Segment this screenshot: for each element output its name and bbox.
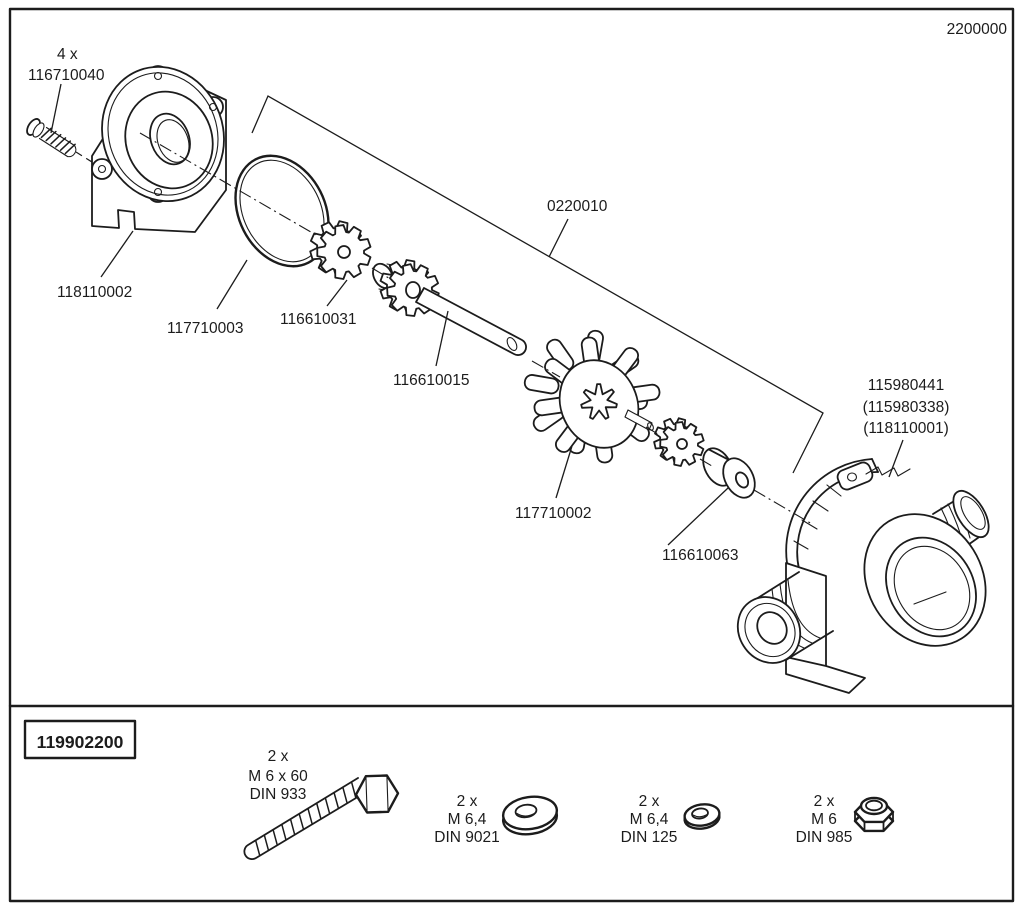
o-ring-part [234, 154, 330, 268]
part-label-screw: 116710040 [28, 67, 105, 84]
washer-flat-qty-label: 2 x [639, 793, 660, 810]
leader-mount-plate [100, 230, 134, 278]
nut-standard-label: DIN 985 [796, 829, 853, 846]
pump-housing-part [736, 458, 990, 694]
screw-part [26, 118, 77, 158]
part-label-housing-alt2: (118110001) [863, 420, 949, 437]
part-label-housing: 115980441 [868, 377, 944, 394]
group-bracket-line [251, 95, 824, 474]
nut-size-label: M 6 [811, 811, 837, 828]
leader-o-ring [216, 259, 248, 310]
impeller-part [523, 329, 661, 464]
pinion-gear-part [309, 220, 372, 280]
drawing-number-label: 2200000 [947, 21, 1008, 38]
part-label-gear-shaft: 116610015 [393, 372, 469, 389]
leader-housing [888, 439, 904, 478]
gear-shaft-part [372, 259, 527, 356]
kit-number-label: 119902200 [37, 732, 124, 752]
washer-large-standard-label: DIN 9021 [434, 829, 499, 846]
nut-qty-label: 2 x [814, 793, 835, 810]
bolt-standard-label: DIN 933 [250, 786, 307, 803]
part-label-subassembly: 0220010 [547, 198, 608, 215]
flat-washer-icon [683, 803, 721, 830]
leader-subassembly [548, 218, 569, 258]
washer-large-size-label: M 6,4 [448, 811, 487, 828]
part-label-screw-qty: 4 x [57, 46, 78, 63]
lock-nut-icon [853, 796, 895, 833]
bushing-part [702, 447, 756, 499]
part-label-housing-alt1: (115980338) [863, 399, 950, 416]
washer-large-qty-label: 2 x [457, 793, 478, 810]
part-label-mount-plate: 118110002 [57, 284, 132, 301]
drawing-border [8, 7, 1015, 903]
bolt-size-label: M 6 x 60 [248, 768, 308, 785]
cover-flange-part [91, 65, 225, 203]
centerline [139, 132, 813, 525]
large-washer-icon [501, 795, 559, 836]
part-label-o-ring: 117710003 [167, 320, 243, 337]
washer-flat-standard-label: DIN 125 [621, 829, 678, 846]
bolt-qty-label: 2 x [268, 748, 289, 765]
leader-pinion-gear [326, 279, 348, 307]
washer-flat-size-label: M 6,4 [630, 811, 669, 828]
leader-bushing [667, 487, 729, 546]
part-label-bushing: 116610063 [662, 547, 738, 564]
part-label-impeller: 117710002 [515, 505, 591, 522]
small-gear-part [653, 417, 705, 467]
part-label-pinion-gear: 116610031 [280, 311, 356, 328]
leader-screw [50, 83, 62, 134]
leader-gear-shaft [435, 310, 449, 367]
kit-number-box [23, 719, 137, 760]
hex-bolt-icon [243, 774, 400, 861]
leader-impeller [555, 445, 573, 499]
